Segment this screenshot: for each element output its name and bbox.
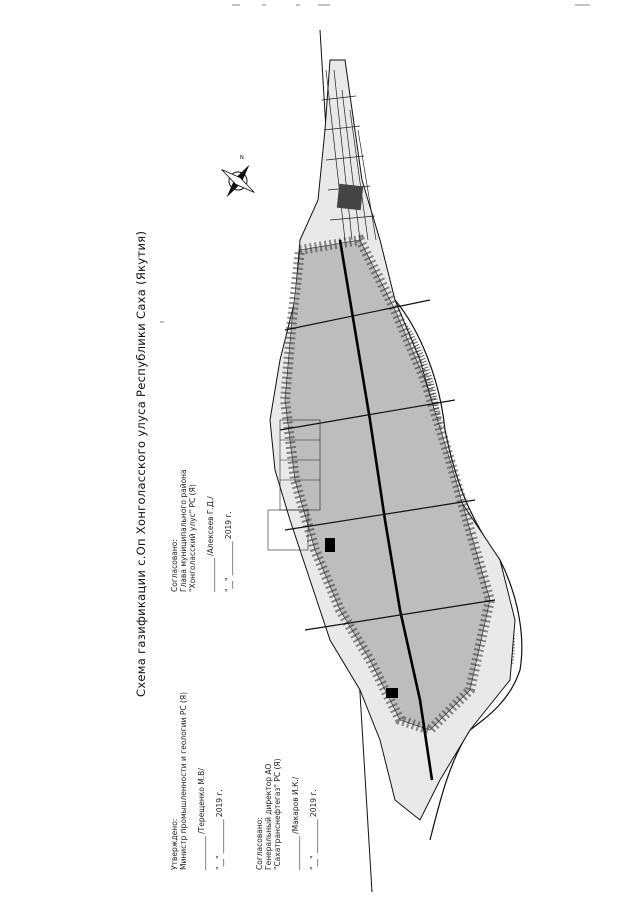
- agreed-head-date: "__" _________ 2019 г.: [224, 511, 233, 592]
- agreed-head-block: Согласовано: Глава муниципального района…: [170, 469, 233, 592]
- approval-heading: Утверждено:: [170, 818, 179, 870]
- agreed-head-position: Глава муниципального района: [179, 469, 188, 592]
- agreed-director-signature: _________ /Макаров И.К./: [291, 776, 300, 870]
- town-texture: [279, 234, 496, 736]
- agreed-head-org: "Хонголасский улус" РС (Я): [188, 484, 197, 592]
- map-title: Схема газификации с.Оп Хонголасского улу…: [134, 230, 148, 697]
- black-building: [386, 688, 398, 698]
- approval-position: Министр промышленности и геологии РС (Я): [179, 691, 188, 870]
- black-building: [325, 538, 335, 552]
- agreed-director-org: "Сахатранснефтегаз" РС (Я): [273, 758, 282, 870]
- north-building-block: [336, 183, 364, 211]
- main-street: [338, 239, 434, 781]
- approval-signature: _________ /Терещенко М.В/: [197, 768, 206, 870]
- agreed-director-position: Генеральный директор АО: [264, 763, 273, 870]
- cross-street: [279, 299, 496, 631]
- svg-text:N: N: [240, 155, 244, 161]
- agreed-head-heading: Согласовано:: [170, 539, 179, 592]
- agreed-director-heading: Согласовано:: [255, 817, 264, 870]
- scan-marks: [160, 4, 590, 323]
- agreed-director-block: Согласовано: Генеральный директор АО "Са…: [255, 758, 318, 870]
- west-street-grid: [267, 419, 321, 551]
- north-street-grid: [321, 69, 377, 241]
- approval-date: "__" _________ 2019 г.: [215, 789, 224, 870]
- approval-block: Утверждено: Министр промышленности и гео…: [170, 692, 224, 870]
- compass-rose-icon: N: [221, 155, 255, 198]
- agreed-director-date: "__" _________ 2019 г.: [309, 789, 318, 870]
- agreed-head-signature: _________ /Алексеев Г.Д./: [206, 496, 215, 592]
